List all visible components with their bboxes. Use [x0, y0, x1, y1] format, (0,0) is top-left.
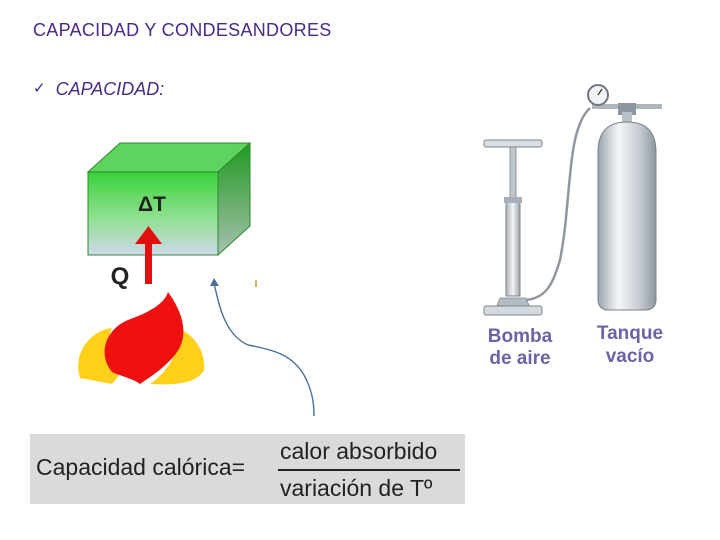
tank-label-line2: vacío	[606, 346, 655, 367]
fraction-bar	[278, 469, 460, 471]
bullet-text: CAPACIDAD:	[55, 79, 165, 99]
flame-icon	[78, 292, 205, 385]
heat-q-label: Q	[111, 263, 130, 290]
heat-arrow-icon	[135, 226, 162, 284]
delta-t-label: ΔT	[138, 193, 166, 216]
tank-icon	[587, 84, 662, 311]
tank-label-line1: Tanque	[597, 323, 663, 344]
pointer-curve	[213, 282, 315, 417]
check-icon: ✓	[33, 80, 46, 97]
formula-denominator: variación de Tº	[280, 475, 433, 501]
formula-box: Capacidad calórica= calor absorbido vari…	[30, 434, 465, 504]
formula-numerator: calor absorbido	[280, 438, 438, 464]
air-pump-icon	[483, 107, 591, 316]
pump-label-line2: de aire	[489, 348, 550, 369]
bullet-item: ✓ CAPACIDAD:	[33, 79, 164, 100]
heat-cube	[86, 141, 252, 257]
pump-label-line1: Bomba	[488, 326, 553, 347]
formula-left: Capacidad calórica=	[36, 454, 246, 480]
slide-title: CAPACIDAD Y CONDESANDORES	[33, 20, 332, 40]
